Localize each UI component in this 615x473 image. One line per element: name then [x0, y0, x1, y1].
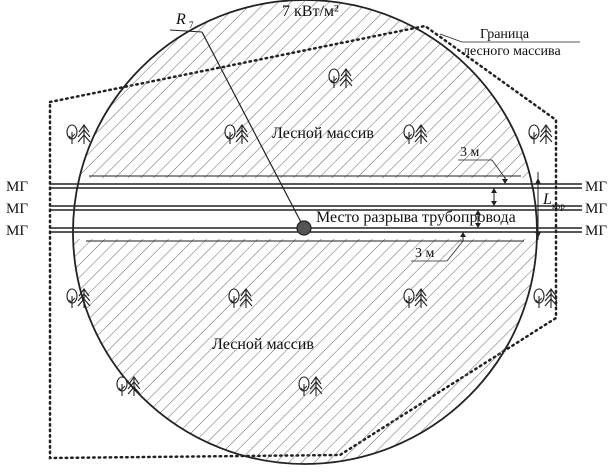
corridor-width-label: L [542, 191, 552, 208]
isoline-label: 7 кВт/м² [282, 3, 339, 20]
tree-icon [66, 288, 91, 308]
boundary-label-line2: лесного массива [463, 44, 561, 59]
rupture-label: Место разрыва трубопровода [316, 209, 516, 226]
tree-icons [66, 68, 558, 396]
gap-upper-label: 3 м [460, 145, 480, 160]
pipeline-label-left-3: МГ [6, 223, 28, 239]
tree-icon [403, 124, 428, 144]
pipeline-label-left-1: МГ [6, 179, 28, 195]
tree-icon [224, 124, 249, 144]
corridor-width-dimension [535, 172, 541, 240]
tree-icon [298, 376, 323, 396]
boundary-leader [439, 33, 463, 43]
radius-subscript: 7 [189, 20, 194, 30]
corridor-width-subscript: кор [552, 201, 565, 211]
tree-icon [528, 124, 553, 144]
radius-line [201, 31, 305, 229]
pipeline-label-right-3: МГ [585, 223, 607, 239]
tree-icon [533, 288, 558, 308]
boundary-label-line1: Граница [480, 27, 530, 42]
tree-icon [116, 376, 141, 396]
radius-leader [169, 29, 203, 33]
gap-upper-dimension [458, 159, 508, 184]
gap-lower-dimension [411, 232, 466, 262]
tree-icon [403, 288, 428, 308]
pipeline-label-left-2: МГ [6, 201, 28, 217]
forest-upper-label: Лесной массив [272, 125, 374, 142]
pipeline-label-right-1: МГ [585, 179, 607, 195]
pipeline-lines [50, 183, 582, 233]
pipeline-label-right-2: МГ [585, 201, 607, 217]
corridor-inner-dimensions [475, 188, 497, 228]
tree-icon [228, 288, 253, 308]
radius-label: R [175, 11, 186, 28]
tree-icon [328, 68, 353, 88]
forest-lower-label: Лесной массив [212, 336, 314, 353]
forest-boundary [48, 24, 558, 460]
tree-icon [66, 124, 91, 144]
gap-lower-label: 3 м [415, 246, 435, 261]
rupture-point [296, 220, 312, 236]
